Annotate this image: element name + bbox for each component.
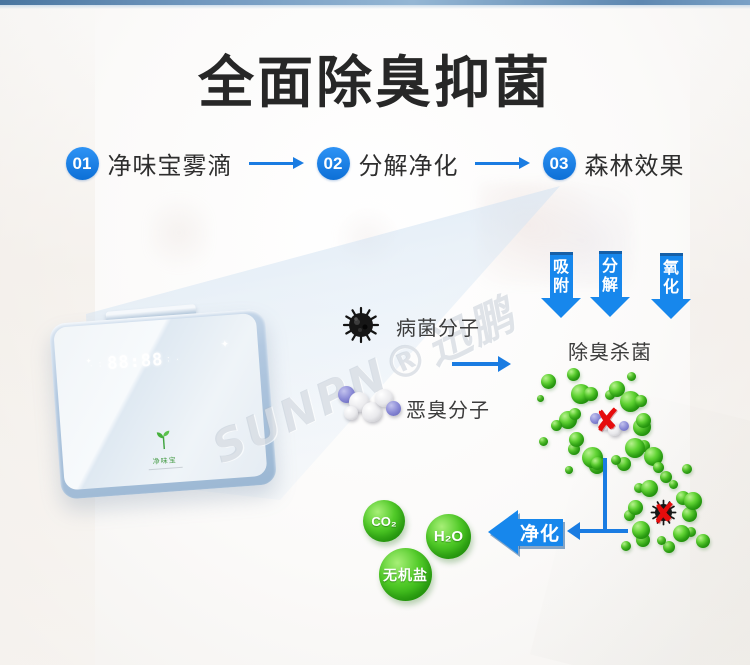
purify-block-arrow-head (488, 510, 518, 554)
green-sphere (633, 483, 644, 494)
page-title: 全面除臭抑菌 (198, 51, 552, 114)
atom (344, 406, 358, 420)
atom (590, 413, 601, 424)
green-sphere (568, 431, 584, 447)
product-co2-bubble: CO₂ (363, 500, 405, 542)
device-brand-logo: 净味宝 (145, 429, 183, 471)
display-status-icons: ∶ ∙ (166, 353, 181, 365)
product-salt-bubble: 无机盐 (379, 548, 432, 601)
down-arrow-icon (651, 299, 691, 320)
step-3: 03 森林效果 (542, 146, 685, 181)
display-clock-digits: 88:88 (106, 349, 165, 374)
down-arrow-icon (541, 298, 581, 319)
atom (608, 423, 621, 436)
step-2: 02 分解净化 (316, 146, 459, 181)
step-1: 01 净味宝雾滴 (65, 146, 233, 181)
green-sphere (634, 395, 647, 408)
result-label: 除臭杀菌 (568, 342, 652, 364)
green-sphere (660, 471, 673, 484)
green-sphere (681, 506, 697, 522)
green-sphere (590, 456, 604, 470)
step-flow: 01 净味宝雾滴 02 分解净化 03 森林效果 (0, 146, 750, 181)
process-arrow-decompose: 分解 (590, 251, 630, 318)
deodorizer-device: ∙ ∶ 88:88 ∶ ∙ ✦ ✦ 净味宝 (48, 308, 278, 500)
green-sphere (643, 446, 663, 466)
top-border-fade (0, 5, 750, 9)
green-sphere (610, 455, 621, 466)
background-right-wall (690, 0, 750, 665)
green-sphere (621, 541, 631, 551)
green-sphere (538, 436, 548, 446)
device-led-display: ∙ ∶ 88:88 ∶ ∙ (89, 349, 181, 376)
green-sphere (626, 371, 636, 381)
red-x-icon: ✘ (650, 496, 677, 531)
green-sphere (604, 390, 615, 400)
green-sphere (536, 394, 544, 402)
red-x-icon: ✘ (592, 402, 622, 440)
step-2-label: 分解净化 (358, 153, 459, 180)
device-logo-text: 净味宝 (152, 457, 177, 466)
odor-molecule-label: 恶臭分子 (406, 400, 490, 422)
green-sphere (569, 408, 582, 421)
green-sphere (625, 438, 646, 459)
purify-label: 净化 (517, 519, 563, 546)
green-sphere (632, 521, 651, 540)
connector-line-vertical (603, 458, 607, 531)
device-logo-subline (148, 466, 183, 471)
process-arrow-adsorb: 吸附 (541, 252, 581, 319)
right-arrow-icon (474, 157, 530, 169)
green-sphere (608, 380, 625, 397)
atom (619, 421, 629, 431)
process-arrow-decompose-label: 分解 (601, 258, 618, 295)
trapped-germ-icon (650, 499, 677, 531)
green-sphere (566, 367, 580, 381)
left-arrow-connector (567, 522, 628, 540)
right-arrow-icon (248, 157, 304, 169)
green-sphere (663, 540, 676, 553)
step-1-number-badge: 01 (65, 147, 99, 180)
top-border-strip (0, 0, 750, 5)
background-wall-art (148, 190, 210, 285)
green-sphere (540, 373, 556, 389)
down-arrow-icon (590, 297, 630, 318)
green-sphere (635, 413, 651, 429)
process-arrow-oxidize: 氧化 (651, 253, 691, 320)
green-sphere (684, 491, 703, 510)
green-sphere (628, 500, 644, 516)
odor-molecule-icon (336, 380, 408, 430)
atom (598, 417, 611, 430)
green-sphere (696, 534, 710, 548)
green-sphere (550, 419, 562, 431)
process-arrow-adsorb-label: 吸附 (552, 259, 569, 296)
green-sphere (584, 387, 598, 402)
germ-molecule-icon (342, 306, 380, 344)
right-arrow-icon (452, 356, 511, 372)
germ-molecule-label: 病菌分子 (396, 318, 480, 340)
step-1-label: 净味宝雾滴 (107, 153, 233, 180)
step-3-label: 森林效果 (584, 153, 685, 180)
sprout-logo-icon (156, 430, 169, 450)
process-arrow-oxidize-label: 氧化 (662, 260, 679, 297)
trapped-odor-molecule (588, 408, 634, 444)
green-sphere (672, 524, 690, 542)
atom (362, 402, 382, 422)
green-sphere (565, 466, 573, 474)
green-sphere (685, 526, 696, 537)
green-sphere (640, 479, 658, 497)
product-h2o-bubble: H₂O (426, 514, 471, 559)
device-front-panel: ∙ ∶ 88:88 ∶ ∙ ✦ ✦ 净味宝 (53, 312, 268, 491)
green-sphere (669, 480, 679, 490)
green-sphere (682, 464, 692, 474)
green-sphere (656, 536, 666, 546)
green-sphere (623, 510, 635, 522)
sparkle-icon: ✦ (220, 339, 230, 351)
sparkle-icon: ✦ (85, 358, 92, 366)
step-2-number-badge: 02 (316, 147, 350, 180)
step-3-number-badge: 03 (542, 147, 576, 180)
atom (386, 401, 401, 416)
green-sphere (652, 461, 664, 473)
